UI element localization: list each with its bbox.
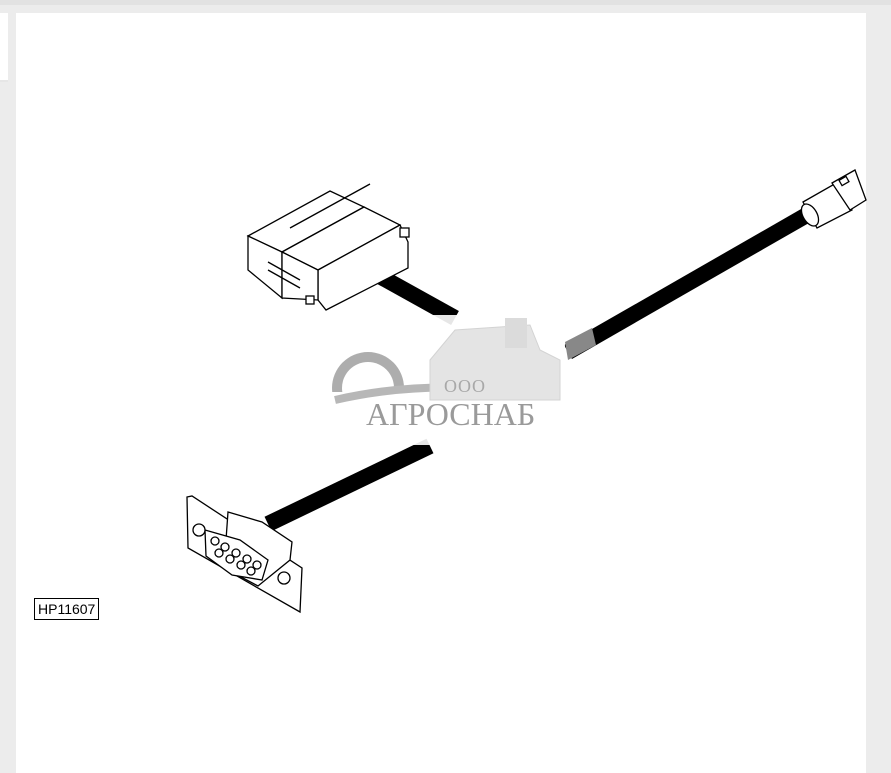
db9-connector (186, 495, 303, 614)
watermark-name: АГРОСНАБ (366, 396, 536, 432)
agrosnab-watermark-logo (320, 315, 565, 445)
left-side-panel (0, 13, 8, 82)
rectangular-connector (246, 183, 410, 311)
top-bar (0, 0, 891, 5)
part-number-label: HP11607 (34, 598, 100, 620)
round-plug-connector (800, 169, 867, 229)
watermark-prefix: ООО (444, 376, 486, 396)
